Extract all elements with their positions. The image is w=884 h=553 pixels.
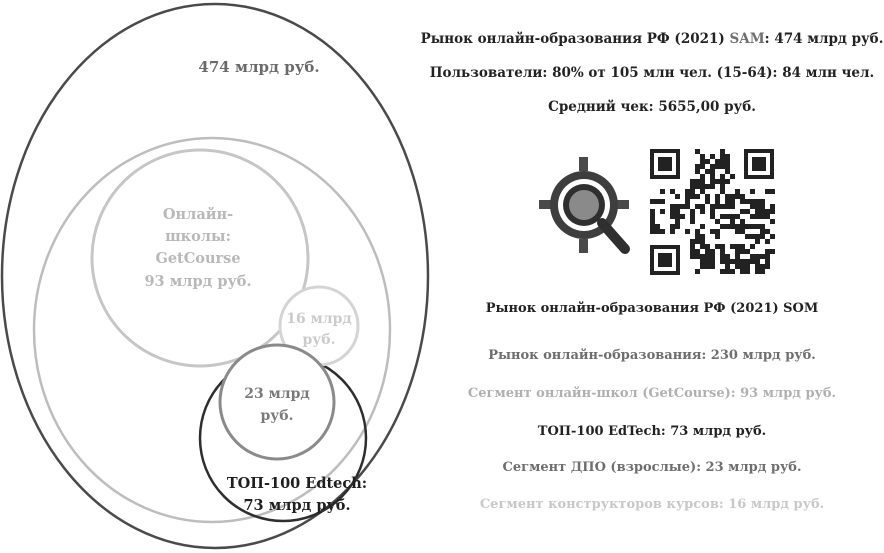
svg-text:руб.: руб. [261,408,294,424]
svg-text:93 млрд руб.: 93 млрд руб. [144,273,251,290]
som-item-dpo: Сегмент ДПО (взрослые): 23 млрд руб. [502,460,802,475]
target-magnifier-icon [539,157,630,254]
top100-label: ТОП-100 Edtech: 73 млрд руб. [227,475,367,514]
dpo-label: 23 млрд руб. [244,386,310,424]
svg-text:школы:: школы: [165,228,231,245]
market-nested-circles-diagram: 474 млрд руб. Онлайн- школы: GetCourse 9… [0,2,430,550]
som-item-constructors: Сегмент конструкторов курсов: 16 млрд ру… [479,497,825,512]
sam-market-value: : 474 млрд руб. [764,31,884,47]
sam-outer-circle [0,2,430,550]
svg-text:23 млрд: 23 млрд [244,386,310,402]
sam-avg-check-line: Средний чек: 5655,00 руб. [548,99,756,115]
sam-market-line: Рынок онлайн-образования РФ (2021) SAM: … [420,31,884,47]
svg-text:руб.: руб. [303,332,336,348]
svg-text:Онлайн-: Онлайн- [163,206,233,223]
som-item-top100: ТОП-100 EdTech: 73 млрд руб. [537,424,767,439]
som-title: Рынок онлайн-образования РФ (2021) SOM [485,301,819,316]
outer-circle-label: 474 млрд руб. [198,58,319,76]
sam-market-prefix: Рынок онлайн-образования РФ (2021) [420,31,730,47]
svg-text:73 млрд руб.: 73 млрд руб. [243,497,350,514]
svg-text:ТОП-100 Edtech:: ТОП-100 Edtech: [227,475,367,492]
constructors-label: 16 млрд руб. [286,311,352,348]
som-item-market: Рынок онлайн-образования: 230 млрд руб. [488,348,816,363]
sam-tag: SAM [729,31,765,47]
som-item-online-schools: Сегмент онлайн-школ (GetCourse): 93 млрд… [467,386,837,401]
svg-text:GetCourse: GetCourse [155,250,240,267]
online-schools-circle [90,148,310,368]
online-schools-label: Онлайн- школы: GetCourse 93 млрд руб. [144,206,251,290]
sam-users-line: Пользователи: 80% от 105 млн чел. (15-64… [429,65,875,81]
dpo-circle [218,343,336,461]
market-inner-circle [32,136,392,524]
svg-text:16 млрд: 16 млрд [286,311,352,327]
qr-code-icon [648,147,776,277]
